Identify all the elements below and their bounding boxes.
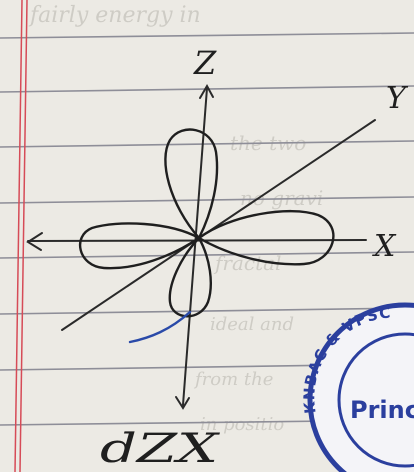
x-axis-label: X (372, 229, 397, 264)
blue-ink-stroke (128, 310, 192, 344)
svg-text:in positio: in positio (200, 414, 284, 435)
svg-text:from the: from the (193, 369, 273, 390)
orbital-caption: dZX (100, 426, 220, 472)
bleed-through-writing: fairly energy in the two no gravi fracta… (28, 3, 323, 435)
lobe-upper (164, 128, 219, 240)
svg-text:fairly energy in: fairly energy in (28, 3, 201, 28)
z-axis (182, 87, 208, 406)
y-axis-label: Y (386, 81, 409, 116)
lobe-right (197, 209, 335, 266)
svg-text:ideal and: ideal and (210, 314, 294, 335)
x-axis-left-head (26, 232, 43, 251)
z-axis-bottom-head (175, 396, 190, 410)
stamp-inner-text: Princ (350, 396, 414, 424)
lobe-left (79, 222, 201, 270)
z-arrow-head (199, 83, 214, 99)
y-axis (61, 119, 376, 331)
stamp-outer-ring (307, 302, 414, 472)
margin-lines (14, 0, 28, 472)
stamp-inner-ring (337, 332, 414, 468)
z-axis-label: Z (193, 44, 217, 82)
